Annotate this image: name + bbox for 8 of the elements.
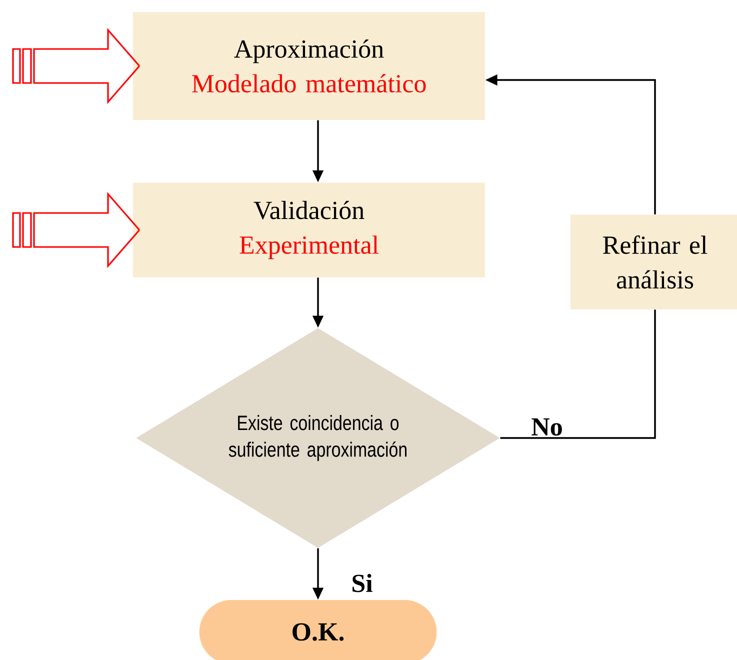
- edge-label: No: [532, 418, 562, 436]
- edge-label: Si: [352, 574, 372, 592]
- process-box: Validación Experimental: [133, 182, 485, 278]
- terminal-box: O.K.: [199, 600, 437, 660]
- block-arrow: [12, 28, 140, 104]
- block-arrow: [12, 192, 140, 268]
- loop-box: Refinar el análisis: [570, 214, 737, 310]
- process-box: Aproximación Modelado matemático: [133, 12, 485, 120]
